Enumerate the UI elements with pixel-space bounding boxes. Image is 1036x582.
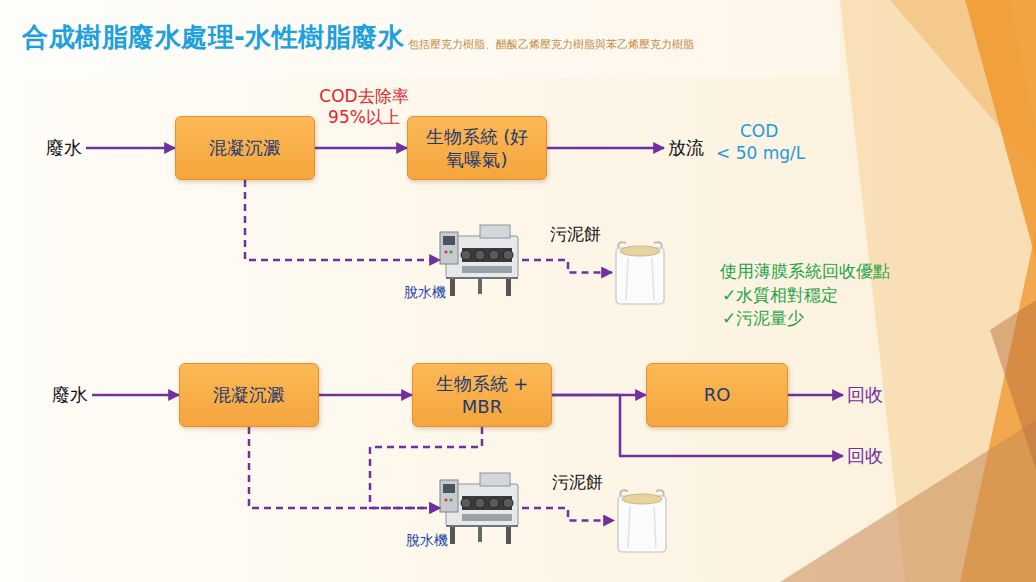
dewatering-machine — [440, 473, 518, 544]
node-label: 回收 — [847, 383, 883, 407]
flow-arrow — [547, 147, 664, 150]
bg-triangle — [965, 0, 1036, 260]
sludge-line — [522, 260, 612, 273]
terminal-text: 回收 — [843, 442, 887, 470]
bg-triangle — [780, 420, 1036, 582]
figure-label: 脫水機 — [406, 532, 448, 550]
flow-arrow — [788, 394, 843, 397]
equipment-figure: 脫水機 — [440, 470, 522, 546]
box-label: 生物系統 (好氧曝氣) — [425, 125, 529, 172]
bg-triangle — [990, 300, 1036, 470]
equipment-figure: 脫水機 — [440, 222, 522, 298]
sludge-line — [245, 180, 440, 260]
process-box: 混凝沉澱 — [179, 363, 319, 427]
figure-label: 污泥餅 — [552, 471, 603, 494]
spec-note: COD — [740, 121, 778, 142]
terminal-text: 廢水 — [48, 381, 92, 409]
terminal-text: 放流 — [664, 134, 708, 162]
dewatering-machine — [440, 225, 518, 296]
sludge-line — [522, 508, 614, 521]
terminal-text: 回收 — [843, 381, 887, 409]
process-box: 生物系統 (好氧曝氣) — [407, 116, 547, 180]
bg-title-band — [0, 0, 840, 78]
node-label: 廢水 — [52, 383, 88, 407]
equipment-figure: 污泥餅 — [614, 488, 670, 553]
node-label: 回收 — [847, 444, 883, 468]
box-label: 生物系統 + MBR — [430, 372, 534, 419]
flow-arrow — [319, 394, 412, 397]
process-box: RO — [646, 363, 788, 427]
advantage-item: ✓水質相對穩定 — [722, 285, 838, 306]
title-text: 合成樹脂廢水處理-水性樹脂廢水 — [22, 20, 404, 55]
equipment-figure: 污泥餅 — [612, 240, 668, 305]
process-box: 混凝沉澱 — [175, 116, 315, 180]
sludge-line — [370, 427, 482, 508]
advantage-item: ✓污泥量少 — [722, 308, 804, 329]
advantage-heading: 使用薄膜系統回收優點 — [720, 261, 890, 282]
box-label: 混凝沉澱 — [213, 383, 285, 406]
callout-note: COD去除率 95%以上 — [314, 86, 414, 129]
subtitle-note: 包括壓克力樹脂、醋酸乙烯壓克力樹脂與苯乙烯壓克力樹脂 — [408, 38, 694, 52]
process-box: 生物系統 + MBR — [412, 363, 552, 427]
box-label: RO — [704, 383, 731, 406]
node-label: 廢水 — [46, 136, 82, 160]
sludge-bag — [616, 242, 664, 304]
terminal-text: 廢水 — [42, 134, 86, 162]
figure-label: 脫水機 — [404, 284, 446, 302]
node-label: 放流 — [668, 136, 704, 160]
flow-arrow — [86, 147, 175, 150]
sludge-bag — [618, 490, 666, 552]
box-label: 混凝沉澱 — [209, 136, 281, 159]
spec-note: < 50 mg/L — [716, 143, 805, 164]
sludge-line — [249, 427, 440, 508]
figure-label: 污泥餅 — [550, 223, 601, 246]
flow-arrow — [315, 147, 407, 150]
flow-arrow — [92, 394, 179, 397]
